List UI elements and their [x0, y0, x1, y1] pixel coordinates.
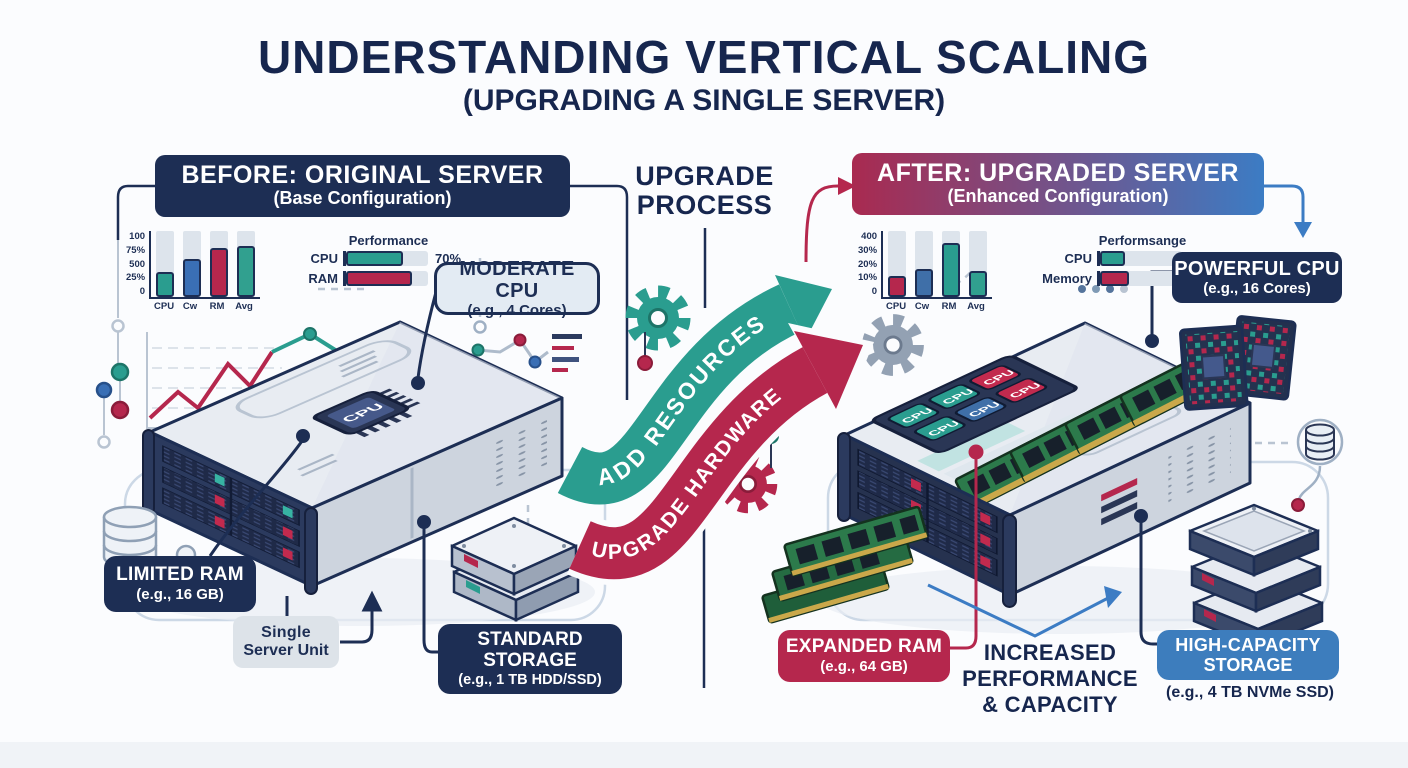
expanded-ram-connector: [950, 444, 984, 650]
bar-plot: [149, 231, 261, 299]
bar: [915, 231, 934, 297]
page-title: UNDERSTANDING VERTICAL SCALING: [257, 31, 1151, 83]
limited-ram-label: LIMITED RAM (e.g., 16 GB): [104, 556, 256, 612]
open-node-dot: [473, 320, 487, 334]
bar: [210, 231, 229, 297]
standard-storage-label: STANDARD STORAGE (e.g., 1 TB HDD/SSD): [438, 624, 622, 694]
upgrade-hardware-label: UPGRADE HARDWARE: [589, 383, 786, 564]
performance-title: Performsange: [1098, 233, 1187, 248]
before-header-title: BEFORE: ORIGINAL SERVER: [181, 161, 544, 189]
high-capacity-storage-label: HIGH-CAPACITY STORAGE: [1157, 630, 1339, 680]
after-header-subtitle: (Enhanced Configuration): [947, 186, 1169, 207]
performance-title: Performance: [348, 233, 429, 248]
dot-stem-decorations: [637, 332, 779, 468]
svg-text:CPU: CPU: [939, 388, 977, 406]
right-platform-outline: [826, 460, 1330, 622]
before-header: BEFORE: ORIGINAL SERVER (Base Configurat…: [155, 155, 570, 217]
high-capacity-storage-icon: [1188, 503, 1324, 649]
up-arrowhead-icon: [361, 590, 383, 612]
single-server-unit-label: Single Server Unit: [233, 616, 339, 668]
increased-performance-chevron: [927, 583, 1122, 638]
red-gear-icon: [718, 454, 778, 514]
cpu-chip-label: CPU: [339, 402, 389, 424]
bar-plot: [881, 231, 993, 299]
server-handle: [142, 429, 155, 515]
moderate-cpu-label: MODERATE CPU (e.g., 4 Cores): [434, 258, 600, 319]
bottom-band: [0, 742, 1408, 768]
standard-storage-drives-icon: [450, 516, 580, 622]
page-subtitle: (UPGRADING A SINGLE SERVER): [462, 84, 946, 117]
gpu-card-icons: [1179, 315, 1297, 411]
svg-text:CPU: CPU: [980, 369, 1018, 387]
bar: [237, 231, 256, 297]
before-header-subtitle: (Base Configuration): [273, 188, 452, 209]
svg-text:CPU: CPU: [898, 407, 936, 425]
storage-spec-note: (e.g., 4 TB NVMe SSD): [1165, 684, 1335, 701]
increased-performance-text: INCREASED PERFORMANCE & CAPACITY: [962, 640, 1138, 717]
upgrade-hardware-arrow: [580, 323, 874, 553]
blue-arrowhead-icon: [1294, 222, 1312, 238]
server-handle: [304, 507, 318, 595]
expanded-ram-label: EXPANDED RAM (e.g., 64 GB): [778, 630, 950, 682]
bar: [942, 231, 961, 297]
svg-text:CPU: CPU: [966, 401, 1004, 419]
after-header: AFTER: UPGRADED SERVER (Enhanced Configu…: [852, 153, 1264, 215]
left-sparkline-chart: [146, 327, 393, 429]
bar: [183, 231, 202, 297]
powerful-cpu-label: POWERFUL CPU (e.g., 16 Cores): [1172, 252, 1342, 303]
upgrade-process-title: UPGRADE PROCESS: [635, 161, 774, 221]
bar: [969, 231, 988, 297]
svg-text:CPU: CPU: [925, 420, 963, 438]
chevron-arrowhead-icon: [1104, 586, 1122, 608]
add-resources-arrow: [570, 275, 832, 479]
gray-gear-icon: [862, 314, 924, 376]
callout-connectors: [208, 270, 1172, 654]
svg-text:CPU: CPU: [1006, 381, 1044, 399]
circuit-decoration: [95, 240, 130, 449]
after-header-title: AFTER: UPGRADED SERVER: [877, 159, 1239, 187]
cpu-chip-icon: CPU: [312, 388, 422, 438]
expanded-ram-sticks-icon: [761, 505, 928, 624]
drive-bays: [857, 448, 998, 577]
ram-dimm-icons: [954, 336, 1252, 511]
bar: [888, 231, 907, 297]
server-handle: [1002, 514, 1017, 608]
drive-bays: [162, 445, 300, 569]
teal-gear-icon: [625, 285, 691, 351]
mini-sparkline: [454, 333, 582, 372]
server-handle: [837, 432, 851, 522]
bar: [156, 231, 175, 297]
database-circle-icon: [1291, 418, 1344, 512]
add-resources-label: ADD RESOURCES: [595, 309, 771, 491]
